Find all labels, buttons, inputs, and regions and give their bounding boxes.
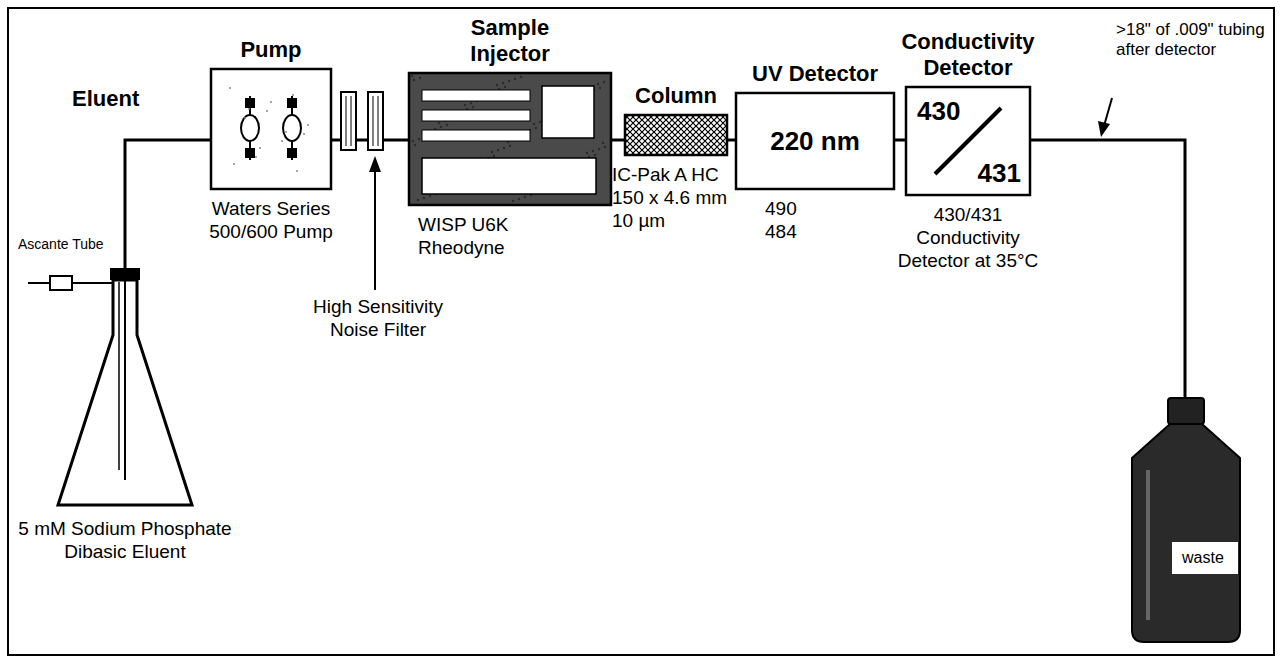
box-outline [624,114,728,156]
tubing [125,140,210,268]
part-caption: 5 mM Sodium Phosphate Dibasic Eluent [14,518,236,564]
column-box: ColumnIC-Pak A HC 150 x 4.6 mm 10 µm [624,114,728,156]
container-label: waste [1180,548,1226,567]
eluent-flask [58,268,192,505]
uv-detector-box: UV Detector220 nm490 484 [735,92,895,190]
injector-box: Sample InjectorWISP U6K Rheodyne [408,72,612,206]
box-outline [408,72,612,206]
tubing [1031,140,1185,398]
tubing-connector [728,139,735,142]
part-caption: WISP U6K Rheodyne [418,214,528,260]
frame [8,8,1274,655]
part-label: Ascante Tube [18,236,104,253]
part-caption: 490 484 [765,198,825,244]
callout-arrow [1098,98,1112,137]
part-caption: 430/431 Conductivity Detector at 35°C [881,204,1056,272]
part-heading: Column [635,83,717,108]
waste-bottle [1132,398,1240,642]
note-label: >18" of .009" tubing after detector [1116,20,1266,61]
box-text: 431 [978,160,1021,186]
tubing-connector [895,139,905,142]
noise-filter [341,92,383,290]
ascante-tube [28,276,112,290]
part-caption: IC-Pak A HC 150 x 4.6 mm 10 µm [612,164,744,232]
part-heading: Conductivity Detector [883,29,1053,80]
section-label: Eluent [72,86,139,112]
box-text: 220 nm [770,128,860,154]
box-outline [210,68,332,190]
tubing-connector [612,139,624,142]
part-heading: Pump [240,37,301,62]
part-caption: Waters Series 500/600 Pump [196,198,346,244]
pump-box: PumpWaters Series 500/600 Pump [210,68,332,190]
conductivity-detector-box: Conductivity Detector430431430/431 Condu… [905,86,1031,196]
callout-label: High Sensitivity Noise Filter [298,296,458,342]
part-heading: UV Detector [752,61,878,86]
box-text: 430 [917,98,960,124]
part-heading: Sample Injector [450,15,570,66]
